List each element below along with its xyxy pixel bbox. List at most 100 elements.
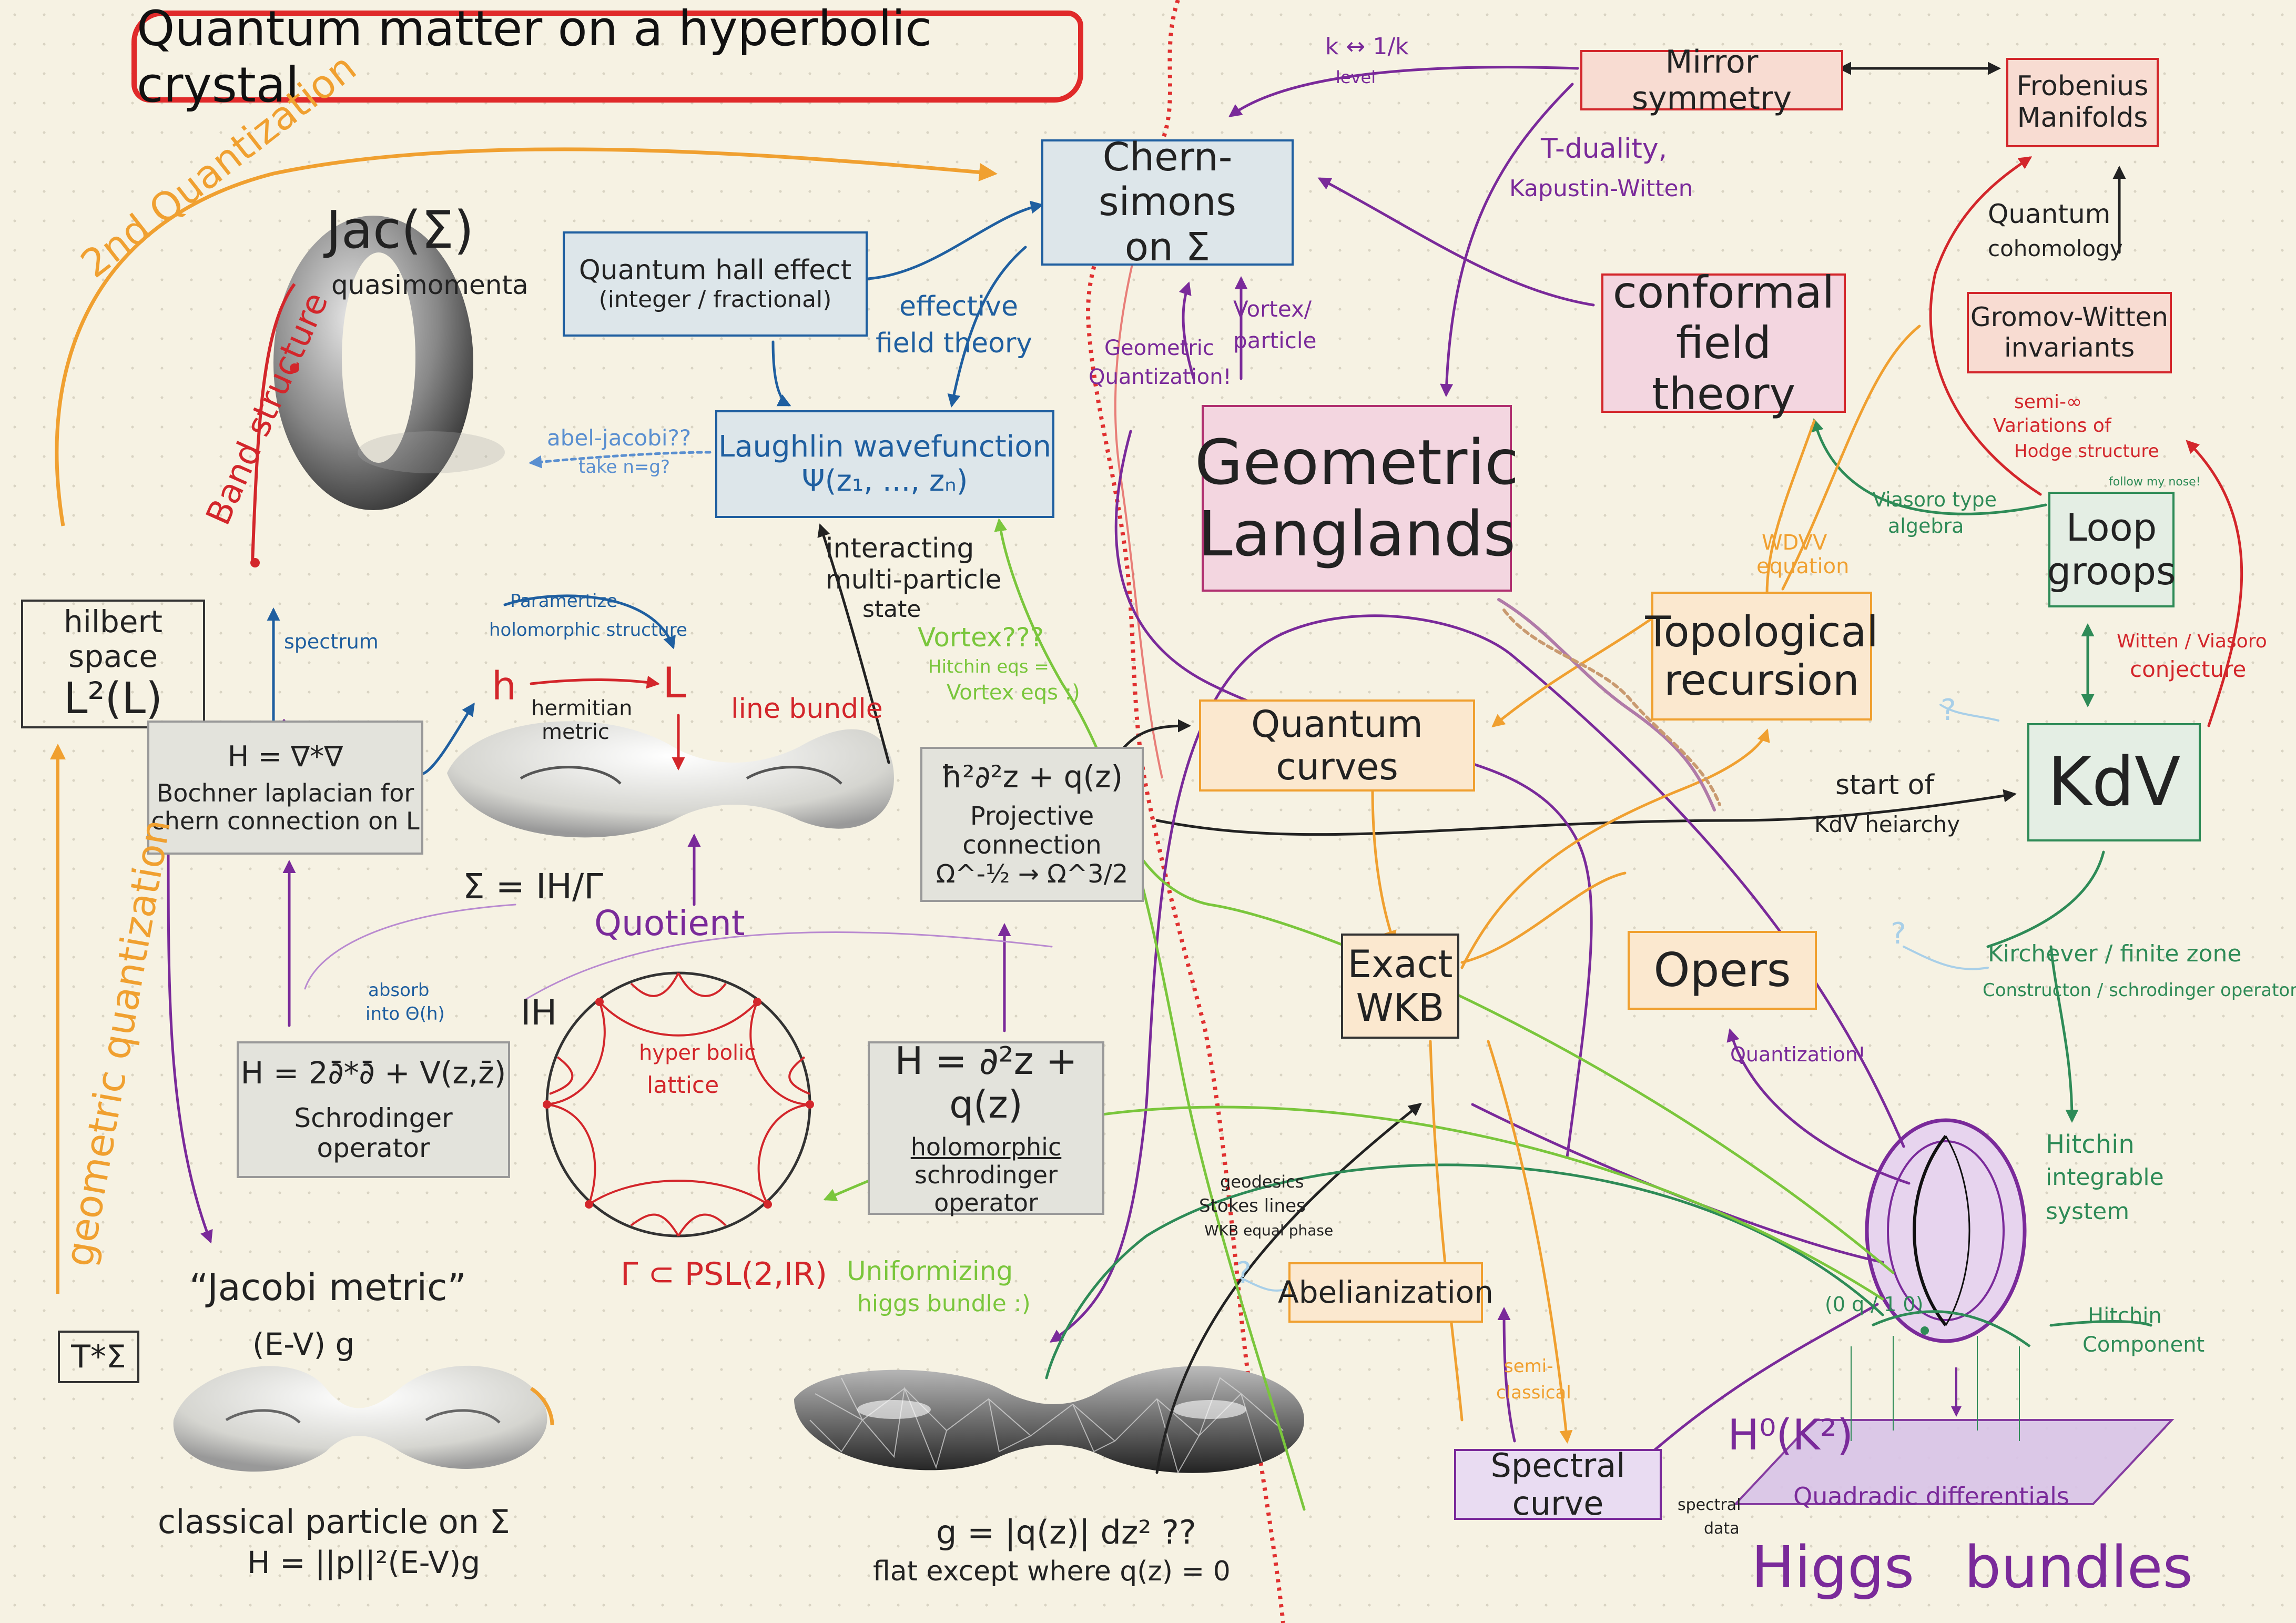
abel-jacobi-label: abel-jacobi?? [547,425,692,451]
loop-groups-line1: Loop [2066,505,2157,550]
jacobi-metric-label: “Jacobi metric” [189,1266,466,1309]
hilbert-space-box[interactable]: hilbert space L²(L) [21,600,205,728]
hermitian-metric-line1: hermitian [531,696,633,721]
quadratic-differentials-label: Quadradic differentials [1793,1482,2069,1510]
opers-label: Opers [1653,943,1791,998]
semi-infinite-line1: semi-∞ [2014,391,2082,413]
question-mark-icon: ? [1891,917,1906,951]
hitchin-eqs-line2: Vortex eqs :) [947,681,1080,705]
wdvv-line2: equation [1756,554,1850,579]
interacting-line3: state [862,596,921,623]
gromov-witten-line1: Gromov-Witten [1970,302,2169,332]
exact-wkb-box[interactable]: Exact WKB [1341,934,1459,1039]
holomorphic-formula: H = ∂²z + q(z) [895,1038,1078,1127]
topological-recursion-box[interactable]: Topological recursion [1645,592,1878,721]
classical-particle-label: classical particle on Σ [158,1503,510,1541]
hyperbolic-disk-drawing [543,971,814,1237]
spectral-data-line1: spectral [1678,1496,1741,1514]
quantization-label: Quantization! [1730,1043,1866,1066]
schrodinger-formula: H = 2∂̄*∂̄ + V(z,z̄) [240,1055,506,1091]
h0-label: H⁰(K²) [1728,1411,1854,1459]
topological-recursion-line1: Topological [1645,607,1878,656]
band-structure-arc [251,283,296,563]
laughlin-wavefunction-box[interactable]: Laughlin wavefunction Ψ(z₁, ..., zₙ) [715,410,1054,518]
gromov-witten-line2: invariants [2004,332,2135,363]
chern-simons-box[interactable]: Chern-simons on Σ [1041,135,1294,269]
holomorphic-schrodinger-box[interactable]: H = ∂²z + q(z) holomorphic schrodinger o… [868,1038,1104,1217]
viasoro-algebra-line2: algebra [1888,514,1964,537]
hitchin-component-line1: Hitchin [2088,1304,2162,1328]
schrodinger-operator-box[interactable]: H = 2∂̄*∂̄ + V(z,z̄) Schrodinger operato… [237,1041,510,1178]
geodesics-line2: Stokes lines [1199,1195,1306,1216]
spectral-curve-label: Spectral curve [1490,1446,1626,1523]
line-bundle-l-label: L [663,658,686,707]
abelianization-box[interactable]: Abelianization [1278,1262,1494,1323]
schrodinger-label: Schrodinger operator [294,1102,453,1164]
page-title-text: Quantum matter on a hyperbolic crystal [137,0,932,113]
cotangent-bundle-box[interactable]: T*Σ [58,1331,139,1383]
quantum-curves-box[interactable]: Quantum curves [1199,699,1475,792]
geometric-quantization2-line2: Quantization! [1089,365,1232,389]
page-title: Quantum matter on a hyperbolic crystal [131,1,1083,113]
parametrize-label-line2: holomorphic structure [489,620,687,641]
geometric-langlands-box[interactable]: Geometric Langlands [1195,405,1519,592]
spectral-curve-box[interactable]: Spectral curve [1454,1446,1662,1523]
topological-recursion-line2: recursion [1664,655,1860,705]
follow-my-nose-label: follow my nose! [2109,475,2201,489]
mirror-symmetry-box[interactable]: Mirror symmetry [1580,44,1843,116]
quotient-label: Quotient [594,903,745,944]
exact-wkb-line2: WKB [1356,986,1445,1030]
laughlin-line1: Laughlin wavefunction [718,430,1051,464]
semiclassical-line1: semi- [1504,1356,1553,1377]
kirchever-line2: Constructon / schrodinger operators [1983,980,2296,1001]
start-of-kdv-line2: KdV heiarchy [1814,812,1960,837]
semi-infinite-line2: Variations of [1993,415,2111,437]
quantum-cohomology-line1: Quantum [1988,199,2111,229]
genus-two-surface-drawing [447,721,894,838]
jacobian-torus-drawing [273,216,505,510]
second-quantization-arrow [55,147,998,526]
exact-wkb-line1: Exact [1347,942,1453,987]
projective-connection-box[interactable]: ħ²∂²z + q(z) Projective connection Ω^-½ … [920,747,1144,902]
bochner-label-line1: Bochner laplacian for [156,778,414,807]
higgs-matrix-label: (0 q / 1 0) [1825,1293,1924,1316]
geometric-langlands-line2: Langlands [1198,497,1516,570]
kirchever-line1: Kirchever / finite zone [1988,940,2242,967]
hyperbolic-lattice-line2: lattice [647,1072,719,1099]
geometric-quantization2-line1: Geometric [1104,336,1214,360]
geodesics-line3: WKB equal phase [1204,1222,1334,1239]
witten-viasoro-line1: Witten / Viasoro [2117,631,2267,652]
gamma-psl-label: Γ ⊂ PSL(2,IR) [621,1256,827,1293]
viasoro-algebra-line1: Viasoro type [1872,488,1997,511]
kdv-box[interactable]: KdV [2027,723,2201,841]
spectrum-label: spectrum [284,630,379,653]
projective-formula: ħ²∂²z + q(z) [941,759,1123,795]
qhe-line2: (integer / fractional) [598,286,832,313]
bochner-laplacian-box[interactable]: H = ∇*∇ Bochner laplacian for chern conn… [147,721,423,855]
chern-simons-line2: on Σ [1124,224,1211,270]
frobenius-manifolds-box[interactable]: Frobenius Manifolds [2006,58,2159,147]
bochner-label-line2: chern connection on L [151,806,420,835]
level-label: level [1336,67,1376,87]
geodesics-line1: geodesics [1220,1172,1304,1192]
abelianization-label: Abelianization [1278,1274,1494,1311]
hitchin-eqs-line1: Hitchin eqs = [928,656,1049,677]
opers-box[interactable]: Opers [1628,931,1817,1010]
wdvv-line1: WDVV [1762,531,1827,555]
hilbert-space-formula: L²(L) [63,674,163,724]
loop-groups-box[interactable]: Loop groops [2047,492,2176,607]
line-bundle-label: line bundle [731,693,883,725]
jacobi-metric-formula: (E-V) g [252,1326,355,1362]
start-of-kdv-line1: start of [1835,769,1934,801]
quantum-hall-effect-box[interactable]: Quantum hall effect (integer / fractiona… [563,231,868,337]
k-level-label: k ↔ 1/k [1325,33,1409,60]
bochner-formula: H = ∇*∇ [227,739,343,773]
hitchin-integrable-line1: Hitchin [2046,1130,2135,1159]
jacobi-metric-surface-drawing [173,1365,554,1472]
gromov-witten-box[interactable]: Gromov-Witten invariants [1967,292,2172,373]
frobenius-line1: Frobenius [2016,70,2149,103]
effective-field-theory-line1: effective [899,291,1019,322]
vortex-question-label: Vortex??? [918,622,1044,653]
flat-except-label: flat except where q(z) = 0 [873,1556,1231,1587]
conformal-field-theory-box[interactable]: conformal field theory [1601,267,1846,419]
